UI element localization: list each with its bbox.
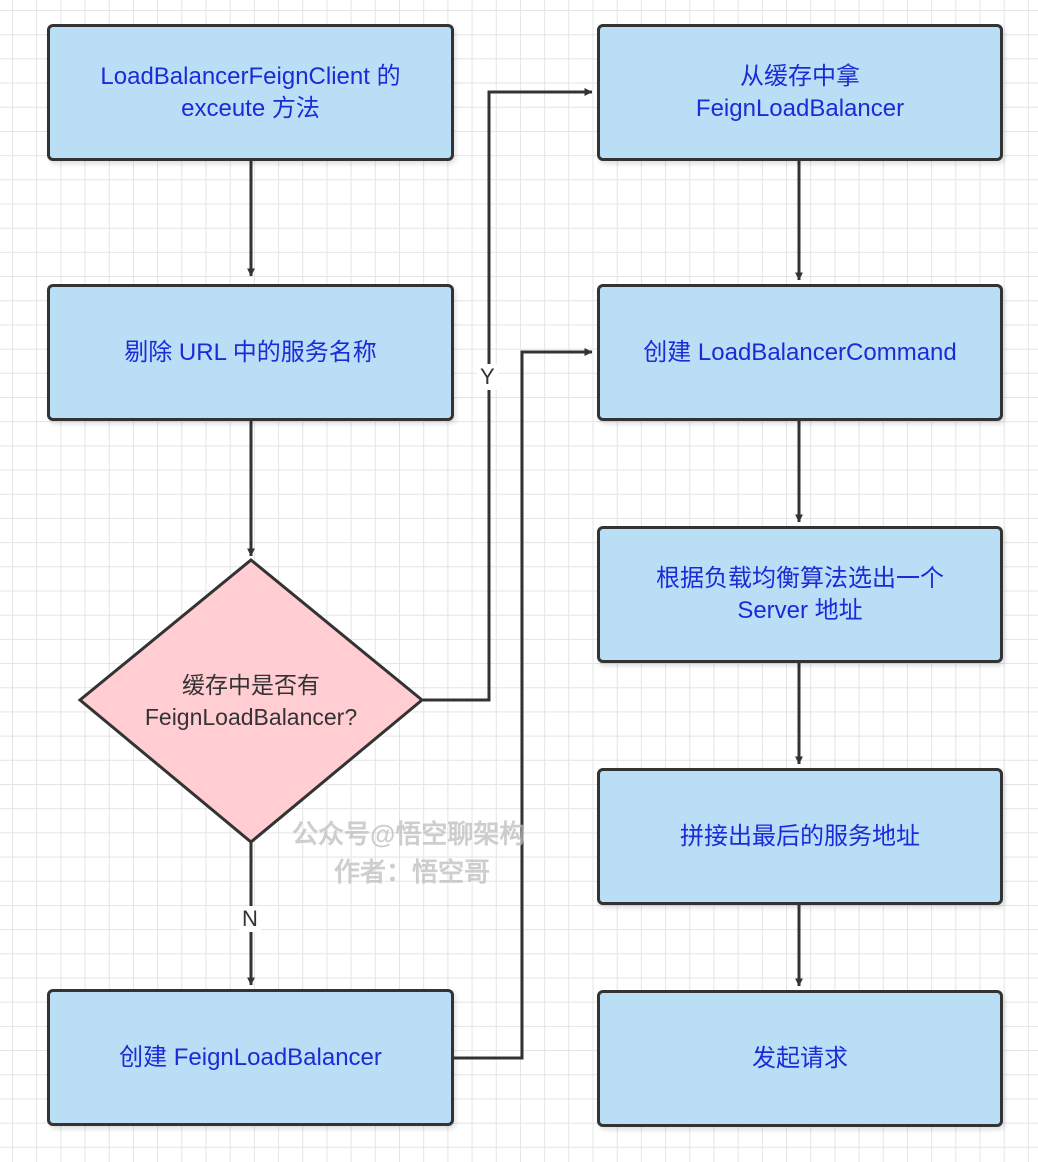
node-get-from-cache: 从缓存中拿 FeignLoadBalancer: [597, 24, 1003, 161]
node-strip-url-label: 剔除 URL 中的服务名称: [124, 338, 377, 366]
node-strip-url: 剔除 URL 中的服务名称: [47, 284, 454, 421]
node-create-command-label: 创建 LoadBalancerCommand: [643, 338, 957, 366]
node-execute-method: LoadBalancerFeignClient 的 exceute 方法: [47, 24, 454, 161]
watermark-author: 作者：悟空哥: [334, 857, 491, 887]
node-send-request-label: 发起请求: [752, 1044, 848, 1072]
node-select-server: 根据负载均衡算法选出一个 Server 地址: [597, 526, 1003, 663]
node-build-address: 拼接出最后的服务地址: [597, 768, 1003, 905]
edge-label-yes: Y: [477, 364, 498, 390]
decision-diamond: [77, 558, 425, 844]
watermark-account: 公众号@悟空聊架构: [292, 819, 526, 849]
node-send-request: 发起请求: [597, 990, 1003, 1127]
edge-create-flb-to-cmd: [453, 348, 593, 1060]
node-create-command: 创建 LoadBalancerCommand: [597, 284, 1003, 421]
edge-label-no: N: [239, 906, 261, 932]
node-get-from-cache-label: 从缓存中拿 FeignLoadBalancer: [695, 62, 905, 122]
node-select-server-label: 根据负载均衡算法选出一个 Server 地址: [656, 564, 944, 624]
node-create-feign-load-balancer: 创建 FeignLoadBalancer: [47, 989, 454, 1126]
decision-label: 缓存中是否有 FeignLoadBalancer?: [144, 672, 358, 730]
edge-decision-yes: [423, 88, 593, 702]
node-execute-method-label: LoadBalancerFeignClient 的 exceute 方法: [100, 62, 401, 122]
node-create-feign-load-balancer-label: 创建 FeignLoadBalancer: [119, 1043, 382, 1071]
node-build-address-label: 拼接出最后的服务地址: [680, 822, 920, 850]
